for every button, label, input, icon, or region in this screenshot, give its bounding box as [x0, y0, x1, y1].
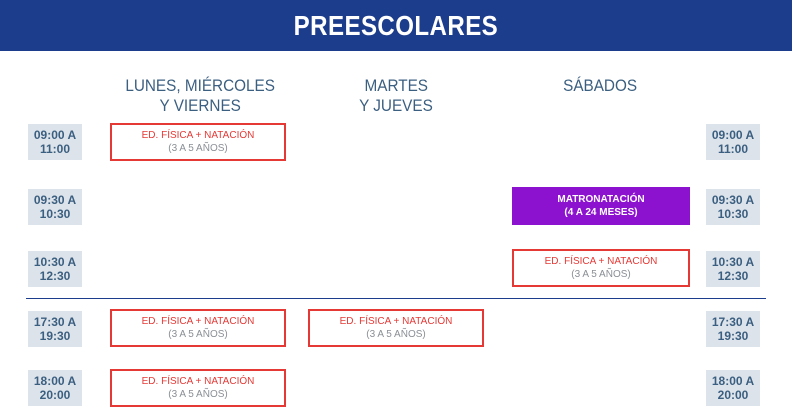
- time-end: 10:30: [717, 207, 749, 221]
- time-label-left: 18:00 A 20:00: [28, 370, 82, 406]
- time-label-right: 09:00 A 11:00: [706, 124, 760, 160]
- time-end: 11:00: [717, 142, 749, 156]
- column-header-line2: Y JUEVES: [359, 96, 433, 115]
- time-label-right: 10:30 A 12:30: [706, 251, 760, 287]
- column-header-saturday: SÁBADOS: [520, 76, 680, 96]
- class-name: MATRONATACIÓN: [557, 194, 645, 205]
- class-name: ED. FÍSICA + NATACIÓN: [141, 376, 255, 387]
- column-header-tue-thu: MARTES Y JUEVES: [316, 76, 476, 116]
- class-block-edfisica: ED. FÍSICA + NATACIÓN (3 A 5 AÑOS): [110, 309, 286, 347]
- page-header: PREESCOLARES: [0, 0, 792, 51]
- time-end: 12:30: [39, 269, 71, 283]
- time-start: 17:30 A: [711, 315, 755, 329]
- time-label-right: 17:30 A 19:30: [706, 311, 760, 347]
- time-label-left: 17:30 A 19:30: [28, 311, 82, 347]
- class-ages: (3 A 5 AÑOS): [366, 329, 426, 340]
- time-start: 10:30 A: [33, 255, 77, 269]
- time-label-left: 09:30 A 10:30: [28, 189, 82, 225]
- time-start: 09:30 A: [33, 193, 77, 207]
- class-block-edfisica: ED. FÍSICA + NATACIÓN (3 A 5 AÑOS): [110, 369, 286, 407]
- time-start: 18:00 A: [711, 374, 755, 388]
- time-end: 11:00: [39, 142, 71, 156]
- class-block-edfisica: ED. FÍSICA + NATACIÓN (3 A 5 AÑOS): [512, 249, 690, 287]
- class-block-edfisica: ED. FÍSICA + NATACIÓN (3 A 5 AÑOS): [308, 309, 484, 347]
- time-end: 19:30: [39, 329, 71, 343]
- class-ages: (3 A 5 AÑOS): [168, 389, 228, 400]
- class-ages: (3 A 5 AÑOS): [168, 329, 228, 340]
- time-label-left: 09:00 A 11:00: [28, 124, 82, 160]
- column-header-line1: SÁBADOS: [563, 76, 637, 95]
- class-ages: (3 A 5 AÑOS): [571, 269, 631, 280]
- class-block-edfisica: ED. FÍSICA + NATACIÓN (3 A 5 AÑOS): [110, 123, 286, 161]
- time-end: 19:30: [717, 329, 749, 343]
- time-end: 12:30: [717, 269, 749, 283]
- time-start: 09:00 A: [711, 128, 755, 142]
- section-divider: [26, 298, 766, 299]
- time-end: 20:00: [39, 388, 71, 402]
- column-header-line1: LUNES, MIÉRCOLES: [125, 76, 275, 95]
- column-header-mon-wed-fri: LUNES, MIÉRCOLES Y VIERNES: [100, 76, 300, 116]
- column-header-line2: Y VIERNES: [159, 96, 241, 115]
- class-ages: (4 A 24 MESES): [564, 207, 638, 218]
- time-start: 17:30 A: [33, 315, 77, 329]
- class-block-matronatacion: MATRONATACIÓN (4 A 24 MESES): [512, 187, 690, 225]
- class-name: ED. FÍSICA + NATACIÓN: [544, 256, 658, 267]
- time-label-right: 09:30 A 10:30: [706, 189, 760, 225]
- class-name: ED. FÍSICA + NATACIÓN: [141, 316, 255, 327]
- time-start: 09:30 A: [711, 193, 755, 207]
- time-start: 18:00 A: [33, 374, 77, 388]
- time-end: 20:00: [717, 388, 749, 402]
- time-label-left: 10:30 A 12:30: [28, 251, 82, 287]
- time-end: 10:30: [39, 207, 71, 221]
- class-ages: (3 A 5 AÑOS): [168, 143, 228, 154]
- time-label-right: 18:00 A 20:00: [706, 370, 760, 406]
- class-name: ED. FÍSICA + NATACIÓN: [141, 130, 255, 141]
- page-title: PREESCOLARES: [293, 9, 499, 41]
- time-start: 10:30 A: [711, 255, 755, 269]
- time-start: 09:00 A: [33, 128, 77, 142]
- column-header-line1: MARTES: [364, 76, 428, 95]
- class-name: ED. FÍSICA + NATACIÓN: [339, 316, 453, 327]
